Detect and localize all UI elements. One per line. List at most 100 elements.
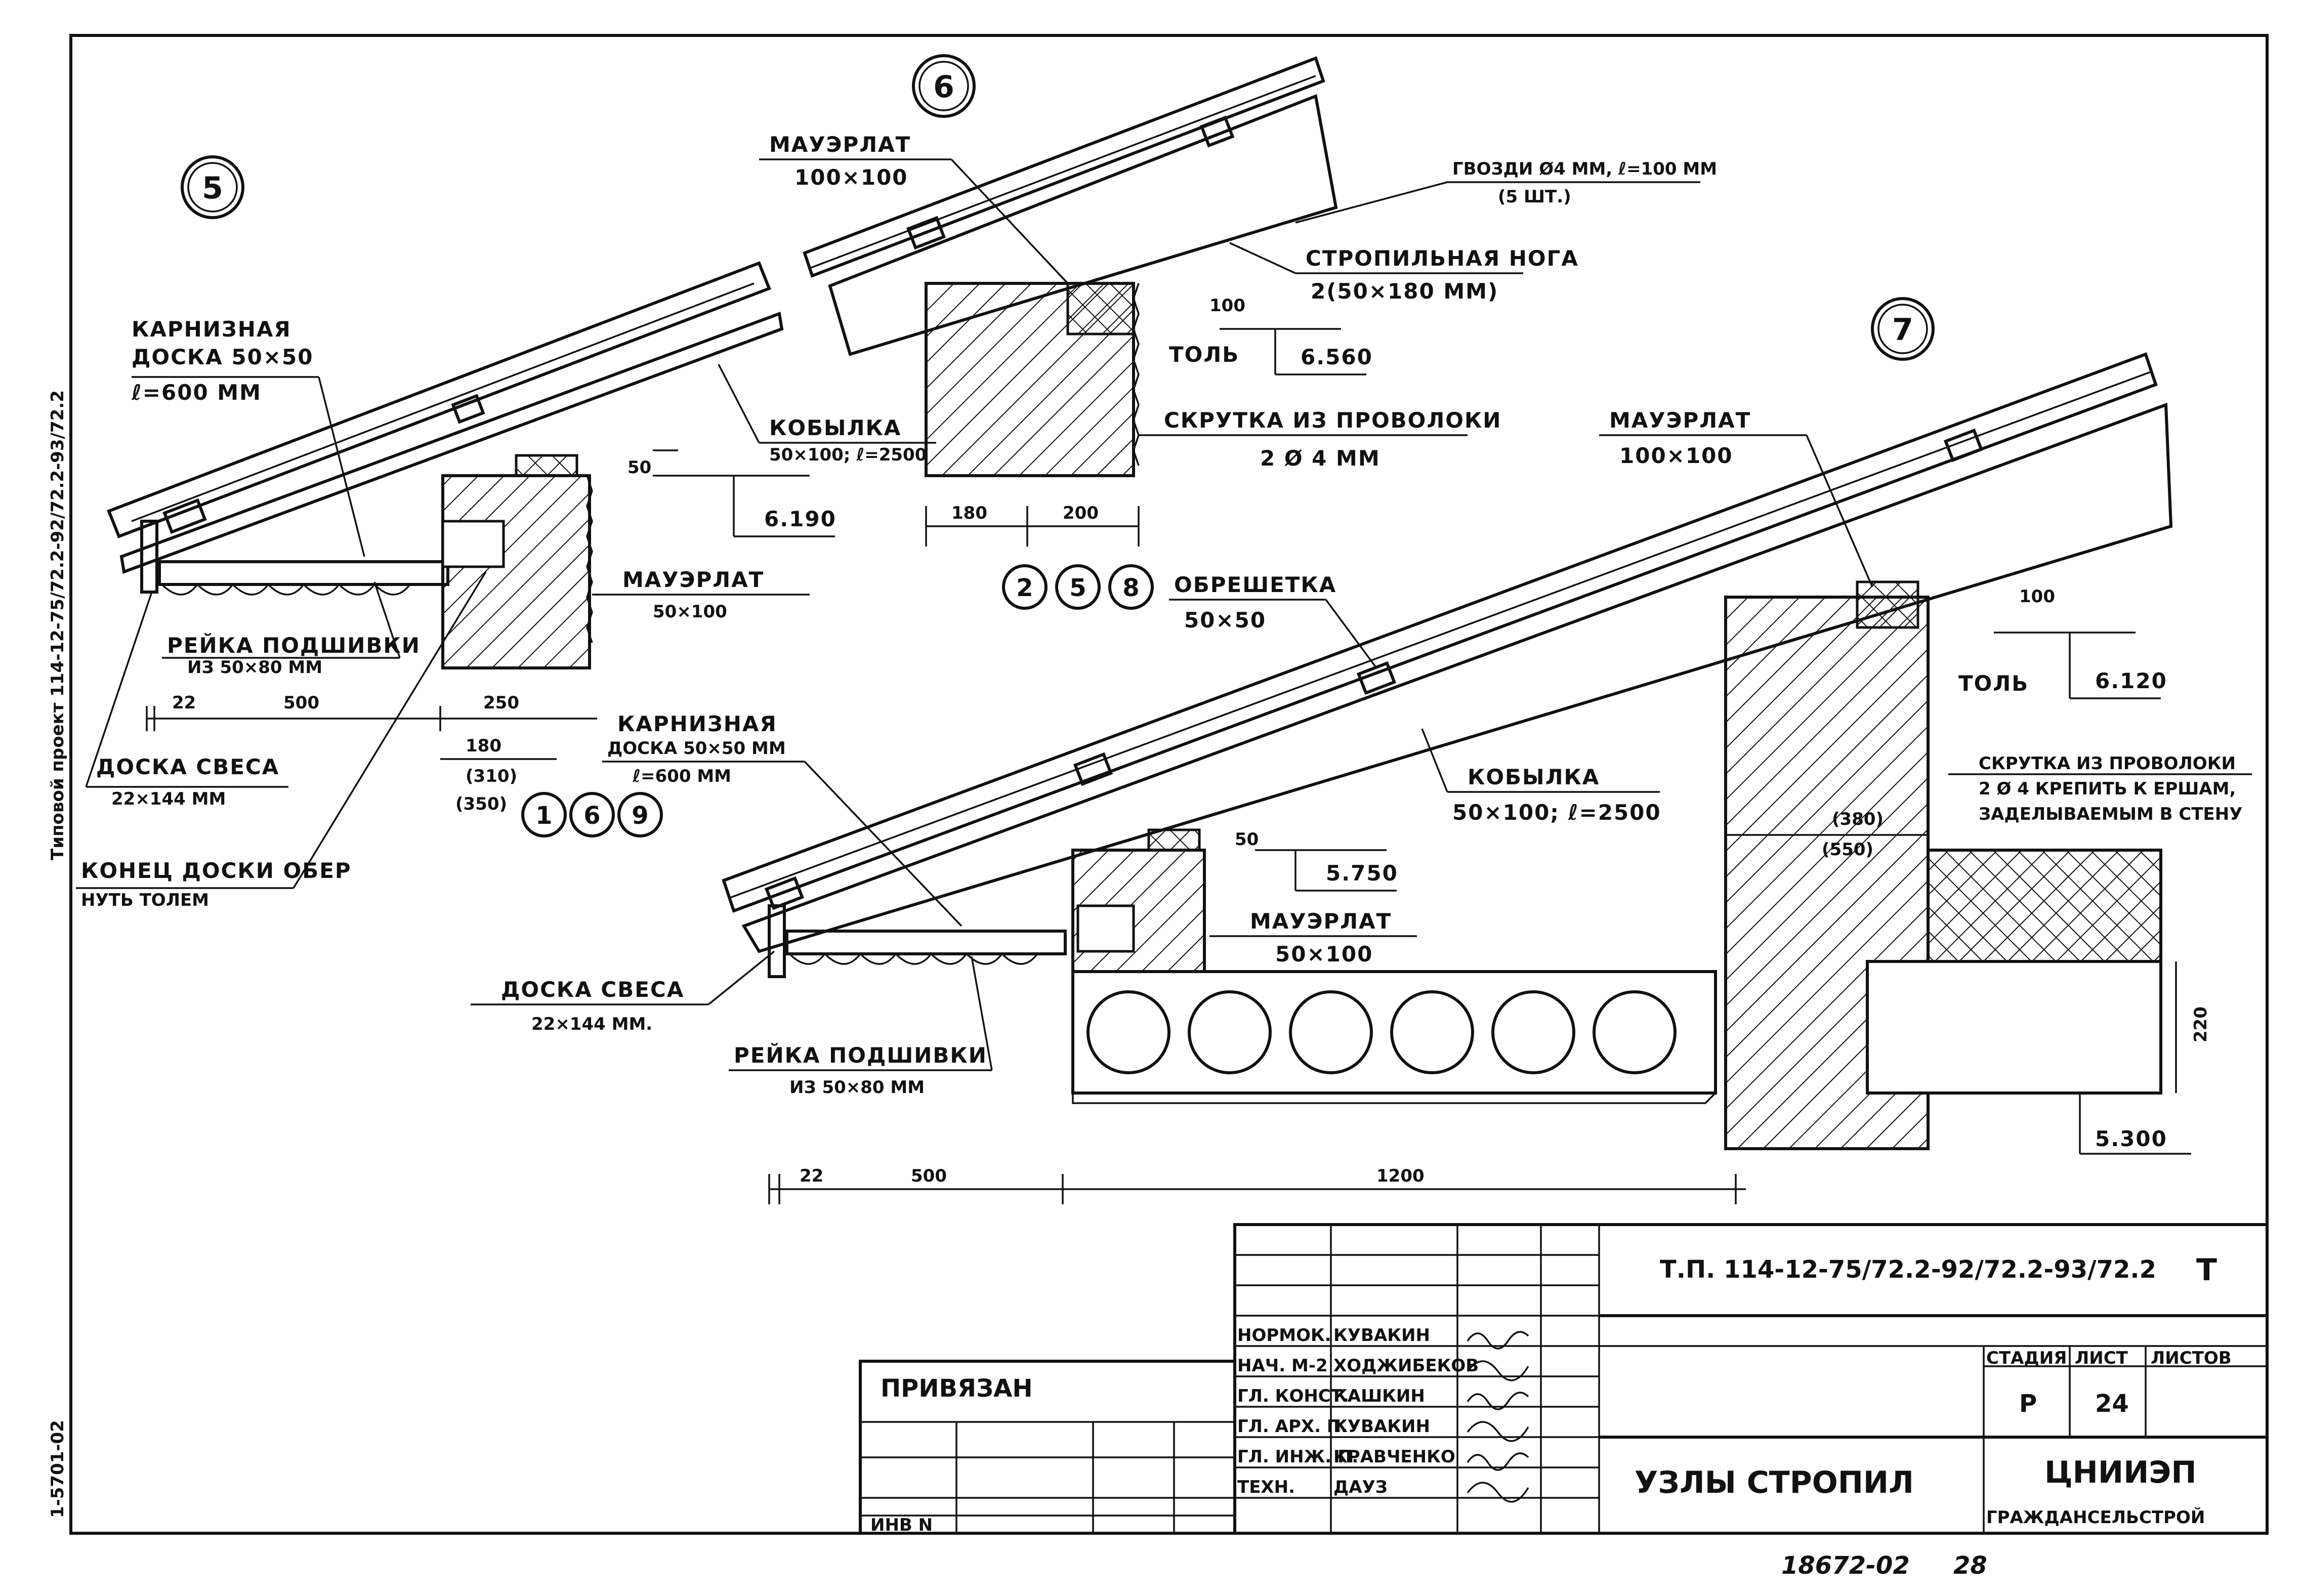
footer-page: 28	[1953, 1551, 1987, 1580]
n5-karniz2: ДОСКА 50×50	[132, 345, 313, 369]
n5-d500: 500	[283, 693, 319, 713]
n7-d380: (380)	[1832, 809, 1884, 829]
n5-karniz-b: КАРНИЗНАЯ	[617, 711, 777, 736]
n7-mark3: 5.300	[2095, 1126, 2167, 1151]
tb-role-1: НАЧ. М-2	[1237, 1356, 1328, 1376]
tb-stadia: Р	[2019, 1390, 2037, 1418]
n7-skrutka2: 2 Ø 4 КРЕПИТЬ К ЕРШАМ,	[1979, 779, 2236, 799]
n7-mauerlat-b2: 50×100	[1275, 942, 1373, 967]
tb-code: Т.П. 114-12-75/72.2-92/72.2-93/72.2	[1660, 1255, 2156, 1284]
n5-karniz: КАРНИЗНАЯ	[132, 317, 291, 342]
n5-reika: РЕЙКА ПОДШИВКИ	[167, 633, 421, 658]
n5-dim50: 50	[627, 457, 651, 478]
n5-karniz-b3: ℓ=600 ММ	[632, 766, 731, 786]
n6-mauerlat: МАУЭРЛАТ	[769, 132, 911, 157]
n6-gvozdi: ГВОЗДИ Ø4 ММ, ℓ=100 ММ	[1452, 159, 1717, 179]
tb-name-0: КУВАКИН	[1333, 1325, 1430, 1346]
n6-mauerlat2: 100×100	[794, 165, 908, 190]
tb-name-1: ХОДЖИБЕКОВ	[1333, 1356, 1479, 1376]
n6-ref3: 8	[1122, 574, 1139, 602]
node-5: 5	[107, 155, 784, 669]
tb-role-5: ТЕХН.	[1237, 1477, 1295, 1497]
n7-sves2: 22×144 ММ.	[531, 1014, 652, 1034]
n6-skrutka: СКРУТКА ИЗ ПРОВОЛОКИ	[1164, 408, 1501, 433]
tb-stadia-h: СТАДИЯ	[1986, 1348, 2067, 1368]
n7-sves: ДОСКА СВЕСА	[501, 977, 684, 1002]
n5-sves2: 22×144 ММ	[111, 789, 226, 809]
side-code: 1-5701-02	[48, 1420, 68, 1518]
title-block	[859, 1223, 2269, 1535]
tb-list-h: ЛИСТ	[2075, 1348, 2128, 1368]
n5-ref2: 6	[583, 802, 600, 830]
node-6-number: 6	[933, 69, 954, 105]
tb-sheet-title: УЗЛЫ СТРОПИЛ	[1635, 1465, 1914, 1500]
n7-skrutka: СКРУТКА ИЗ ПРОВОЛОКИ	[1979, 753, 2236, 774]
n7-mark2: 5.750	[1326, 861, 1398, 886]
tb-name-5: ДАУЗ	[1333, 1477, 1388, 1497]
n5-mauerlat: МАУЭРЛАТ	[622, 567, 764, 592]
node-7-number: 7	[1892, 312, 1913, 348]
node-7: 7	[722, 297, 2173, 1150]
n6-noga2: 2(50×180 ММ)	[1311, 279, 1498, 304]
n7-d1200: 1200	[1376, 1166, 1425, 1186]
n7-mauerlat: МАУЭРЛАТ	[1609, 408, 1751, 433]
n7-obreshetka: ОБРЕШЕТКА	[1174, 572, 1336, 597]
n5-mauerlat2: 50×100	[653, 602, 727, 622]
n5-ref3: 9	[632, 802, 648, 830]
n6-noga: СТРОПИЛЬНАЯ НОГА	[1306, 246, 1579, 271]
n5-karniz3: ℓ=600 ММ	[131, 380, 262, 405]
tb-name-4: КРАВЧЕНКО	[1333, 1447, 1455, 1467]
tb-listov-h: ЛИСТОВ	[2151, 1348, 2232, 1368]
n6-d200: 200	[1063, 503, 1099, 523]
n6-d180: 180	[951, 503, 987, 523]
n5-d250: 250	[483, 693, 519, 713]
n5-konec: КОНЕЦ ДОСКИ ОБЕР	[81, 858, 352, 883]
n6-mark: 6.560	[1301, 345, 1373, 369]
n7-dim50: 50	[1235, 829, 1259, 850]
node-6: 6	[803, 54, 1338, 477]
side-stamp: Типовой проект 114-12-75/72.2-92/72.2-93…	[48, 390, 68, 860]
n7-reika: РЕЙКА ПОДШИВКИ	[734, 1042, 987, 1068]
n7-reika2: ИЗ 50×80 ММ	[789, 1077, 925, 1098]
tb-org1: ЦНИИЭП	[2044, 1455, 2197, 1490]
n6-tol: ТОЛЬ	[1169, 342, 1239, 367]
tb-role-3: ГЛ. АРХ. П.	[1237, 1416, 1348, 1437]
n6-ref1: 2	[1016, 574, 1033, 602]
tb-name-3: КУВАКИН	[1333, 1416, 1430, 1437]
tb-privyazan: ПРИВЯЗАН	[881, 1374, 1033, 1403]
n5-kobylka: КОБЫЛКА	[769, 415, 901, 440]
n7-mauerlat2: 100×100	[1619, 443, 1733, 468]
n6-ref2: 5	[1069, 574, 1086, 602]
n5-sves: ДОСКА СВЕСА	[96, 754, 279, 779]
n7-skrutka3: ЗАДЕЛЫВАЕМЫМ В СТЕНУ	[1979, 804, 2242, 824]
sheet-frame	[69, 34, 2269, 1535]
n7-tol: ТОЛЬ	[1958, 671, 2029, 696]
n7-d220: 220	[2191, 1006, 2211, 1042]
n5-karniz-b2: ДОСКА 50×50 ММ	[607, 738, 786, 759]
n6-gvozdi2: (5 ШТ.)	[1498, 187, 1571, 207]
node-5-number: 5	[202, 171, 223, 206]
footer-number: 18672-02	[1781, 1551, 1910, 1580]
n7-mauerlat-b: МАУЭРЛАТ	[1250, 909, 1392, 934]
tb-role-0: НОРМОК.	[1237, 1325, 1331, 1346]
n7-obreshetka2: 50×50	[1184, 608, 1266, 633]
n5-d180: 180	[466, 736, 501, 756]
n5-ref1: 1	[535, 802, 552, 830]
n5-d350: (350)	[455, 794, 507, 814]
tb-letter: Т	[2196, 1252, 2217, 1288]
n7-dim100: 100	[2019, 586, 2055, 607]
n5-reika2: ИЗ 50×80 ММ	[187, 657, 322, 678]
n6-dim100: 100	[1209, 296, 1245, 316]
n7-d550: (550)	[1822, 839, 1873, 860]
n5-d22: 22	[172, 693, 196, 713]
node-5-wall	[441, 474, 591, 669]
n7-d22: 22	[800, 1166, 823, 1186]
n7-mark: 6.120	[2095, 668, 2167, 693]
tb-list: 24	[2095, 1390, 2129, 1418]
n5-d310: (310)	[466, 766, 517, 786]
tb-role-4: ГЛ. ИНЖ. П.	[1237, 1447, 1358, 1467]
tb-name-2: КАШКИН	[1333, 1386, 1425, 1406]
n7-kobylka2: 50×100; ℓ=2500	[1452, 800, 1661, 825]
n6-skrutka2: 2 Ø 4 ММ	[1260, 446, 1380, 471]
